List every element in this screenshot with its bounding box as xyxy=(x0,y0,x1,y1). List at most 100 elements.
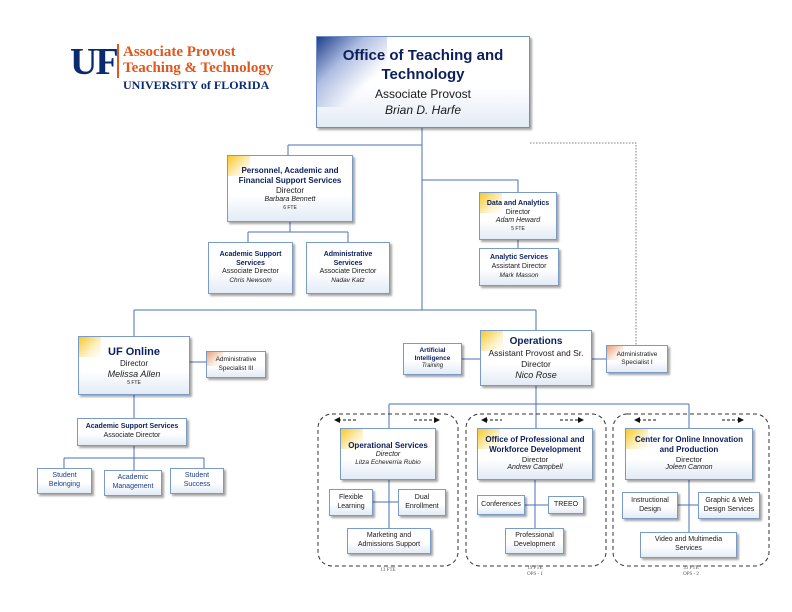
box-name: Joleen Cannon xyxy=(665,464,713,472)
box-name: Litza Echeverria Rubio xyxy=(355,459,421,467)
box-role: Director xyxy=(675,454,703,464)
logo-line-1: Associate Provost xyxy=(123,44,236,60)
administrative-specialist-iii-box: Administrative Specialist III xyxy=(206,351,266,378)
artificial-intelligence-box: Artificial Intelligence Training xyxy=(403,343,462,375)
box-title: Center for Online Innovation and Product… xyxy=(634,434,743,454)
box-title: Academic Support Services xyxy=(219,250,282,267)
box-label: Graphic & Web Design Services xyxy=(703,496,755,513)
box-role: Associate Provost xyxy=(374,87,472,101)
dual-enrollment-box: Dual Enrollment xyxy=(398,489,446,516)
box-label: Student Belonging xyxy=(48,472,81,488)
box-title: Operational Services xyxy=(348,440,428,450)
box-name: Adam Heward xyxy=(495,217,541,225)
fte-line: OPS - 1 xyxy=(527,572,543,577)
box-name: Andrew Campbell xyxy=(507,464,563,472)
box-fte: 6 FTE xyxy=(283,204,297,211)
logo-divider xyxy=(117,44,119,78)
box-role: Associate Director xyxy=(222,268,279,276)
box-title: Academic Support Services xyxy=(85,423,179,431)
conferences-box: Conferences xyxy=(477,495,525,515)
fte-line: 33 FTE xyxy=(683,566,699,571)
uf-logo-mark: UF xyxy=(70,41,119,83)
arrow-left-head xyxy=(634,417,640,423)
box-title: Office of Professional and Workforce Dev… xyxy=(485,434,585,454)
box-title: Artificial Intelligence xyxy=(414,347,451,363)
box-fte: 5 FTE xyxy=(511,226,525,232)
box-title: UF Online xyxy=(108,345,160,358)
arrow-right-head xyxy=(738,417,744,423)
group-frame-opwd xyxy=(465,413,607,567)
box-name: Training xyxy=(421,363,444,370)
group-1-fte: 13 FTE xyxy=(368,568,408,574)
box-role: Associate Director xyxy=(319,268,377,276)
arrow-right-head xyxy=(434,417,440,423)
data-and-analytics-box: Data and Analytics Director Adam Heward … xyxy=(479,192,557,240)
group-3-fte: 33 FTE OPS - 2 xyxy=(671,566,711,578)
marketing-and-admissions-box: Marketing and Admissions Support xyxy=(347,528,431,554)
box-label: Dual Enrollment xyxy=(405,493,439,510)
box-title: Personnel, Academic and Financial Suppor… xyxy=(238,166,342,185)
box-role: Director xyxy=(275,186,304,195)
operational-services-box: Operational Services Director Litza Eche… xyxy=(340,428,436,480)
box-label: Academic Management xyxy=(112,474,154,490)
personnel-services-box: Personnel, Academic and Financial Suppor… xyxy=(227,155,353,222)
box-name: Mark Masson xyxy=(499,271,539,279)
box-role: Associate Director xyxy=(103,432,161,439)
academic-management-box: Academic Management xyxy=(104,470,162,496)
academic-support-services-box: Academic Support Services Associate Dire… xyxy=(208,242,293,294)
box-role: Director xyxy=(375,450,401,458)
operations-box: Operations Assistant Provost and Sr. Dir… xyxy=(480,330,592,386)
fte-line: OPS - 2 xyxy=(683,572,699,577)
box-label: Conferences xyxy=(481,500,521,508)
box-fte: 5 FTE xyxy=(127,380,141,386)
uf-online-box: UF Online Director Melissa Allen 5 FTE xyxy=(78,336,190,395)
dotted-connector xyxy=(530,142,637,345)
fte-line: 13 FTE xyxy=(380,568,396,573)
box-label: Video and Multimedia Services xyxy=(654,536,723,552)
box-title: Data and Analytics xyxy=(486,199,550,207)
professional-development-box: Professional Development xyxy=(505,528,564,554)
box-name: Melissa Allen xyxy=(107,368,161,379)
group-2-fte: 19 FTE OPS - 1 xyxy=(515,566,555,578)
arrow-right-head xyxy=(578,417,584,423)
analytic-services-box: Analytic Services Assistant Director Mar… xyxy=(479,248,559,286)
box-role: Director xyxy=(505,208,531,216)
uf-academic-support-services-box: Academic Support Services Associate Dire… xyxy=(77,418,187,446)
logo-line-2: Teaching & Technology xyxy=(123,60,274,76)
box-role: Director xyxy=(521,454,549,464)
center-for-online-innovation-box: Center for Online Innovation and Product… xyxy=(625,428,753,480)
box-title: Operations xyxy=(509,335,563,347)
arrow-left-head xyxy=(334,417,340,423)
fte-line: 19 FTE xyxy=(527,566,543,571)
box-role: Assistant Provost and Sr. Director xyxy=(488,347,584,369)
uf-logo: UF Associate Provost Teaching & Technolo… xyxy=(70,42,310,94)
office-of-teaching-and-technology-box: Office of Teaching and Technology Associ… xyxy=(316,36,530,128)
student-success-box: Student Success xyxy=(170,468,224,494)
graphic-web-design-box: Graphic & Web Design Services xyxy=(698,492,760,519)
box-label: Administrative Specialist I xyxy=(616,350,658,366)
flexible-learning-box: Flexible Learning xyxy=(329,489,373,516)
box-label: Instructional Design xyxy=(631,496,669,513)
professional-workforce-development-box: Office of Professional and Workforce Dev… xyxy=(477,428,593,480)
box-name: Nico Rose xyxy=(515,369,557,380)
box-name: Brian D. Harfe xyxy=(384,103,462,117)
box-label: TREEO xyxy=(553,500,579,508)
box-label: Flexible Learning xyxy=(337,493,365,510)
group-frame-operational xyxy=(317,413,459,567)
box-title: Analytic Services xyxy=(490,254,548,262)
video-and-multimedia-box: Video and Multimedia Services xyxy=(640,532,737,558)
box-label: Professional Development xyxy=(513,532,556,548)
student-belonging-box: Student Belonging xyxy=(37,468,92,494)
logo-line-3: UNIVERSITY of FLORIDA xyxy=(123,78,270,92)
box-title: Administrative Services xyxy=(323,250,373,267)
box-name: Chris Newsom xyxy=(229,277,272,285)
box-label: Administrative Specialist III xyxy=(215,356,257,372)
box-role: Assistant Director xyxy=(491,262,547,270)
instructional-design-box: Instructional Design xyxy=(622,492,678,519)
treeo-box: TREEO xyxy=(548,496,584,514)
box-name: Barbara Bennett xyxy=(264,196,316,203)
group-frame-coip xyxy=(612,413,770,567)
box-label: Student Success xyxy=(183,472,211,488)
box-label: Marketing and Admissions Support xyxy=(357,532,421,548)
